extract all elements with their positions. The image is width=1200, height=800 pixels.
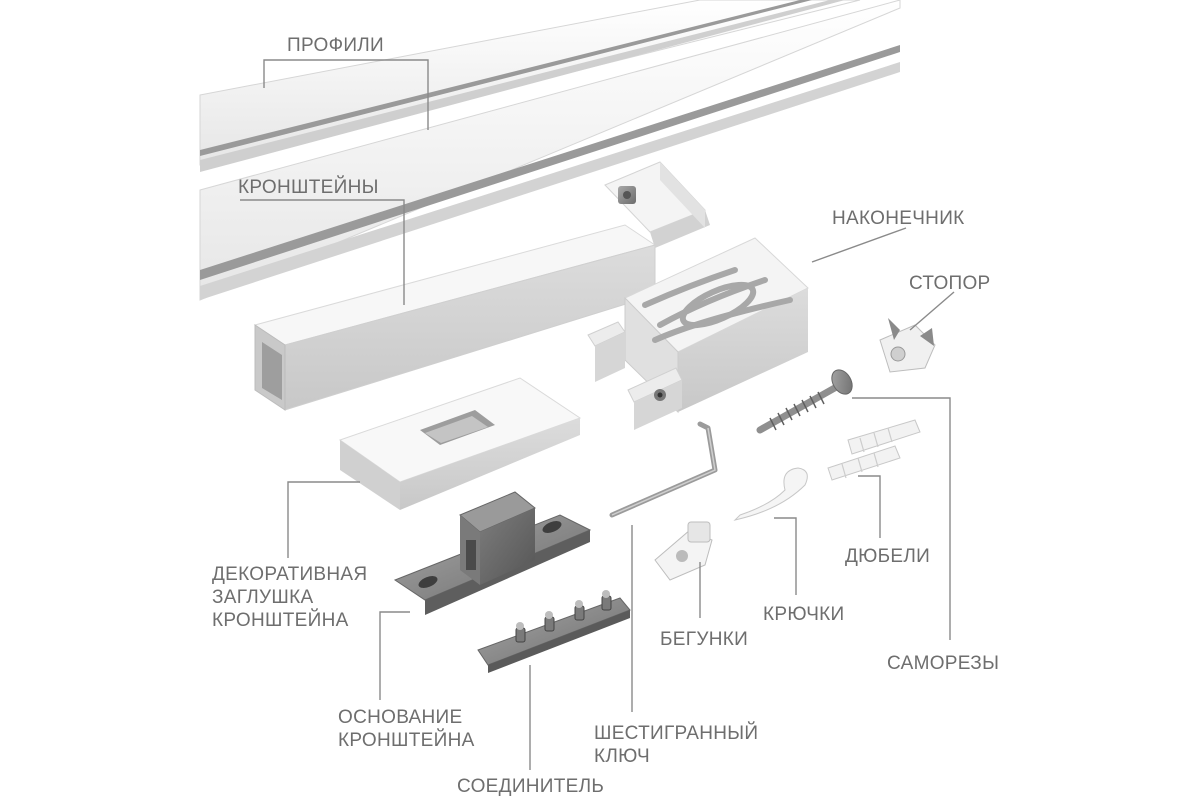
label-bracket-base-line-1: ОСНОВАНИЕ [338, 707, 463, 728]
label-brackets: КРОНШТЕЙНЫ [238, 177, 379, 198]
leader-lines [240, 59, 955, 770]
label-profiles: ПРОФИЛИ [287, 35, 385, 56]
leader-dowels [858, 475, 881, 538]
decorative-cap [338, 377, 582, 510]
leader-bracket-base [379, 611, 410, 700]
label-hex-key-line-1: ШЕСТИГРАННЫЙ [594, 723, 759, 744]
dowel-parts [827, 419, 921, 481]
glider-part [654, 521, 713, 581]
label-decorative-cap: ДЕКОРАТИВНАЯ ЗАГЛУШКА КРОНШТЕЙНА [212, 563, 367, 632]
label-hex-key-line-2: КЛЮЧ [594, 746, 650, 767]
stopper-part [879, 318, 936, 373]
label-decorative-cap-line-3: КРОНШТЕЙНА [212, 610, 349, 631]
label-finial: НАКОНЕЧНИК [832, 208, 965, 229]
label-bracket-base-line-2: КРОНШТЕЙНА [338, 730, 475, 751]
connector [477, 590, 631, 673]
screw-part [756, 369, 853, 434]
label-hooks: КРЮЧКИ [763, 604, 845, 625]
label-stopper: СТОПОР [909, 273, 991, 294]
label-decorative-cap-line-2: ЗАГЛУШКА [212, 587, 314, 608]
leader-decorative-cap [287, 481, 360, 558]
leader-screws [852, 397, 951, 640]
label-bracket-base: ОСНОВАНИЕ КРОНШТЕЙНА [338, 706, 475, 752]
label-dowels: ДЮБЕЛИ [845, 546, 931, 567]
label-decorative-cap-line-1: ДЕКОРАТИВНАЯ [212, 564, 368, 585]
leader-finial [811, 227, 907, 263]
profile-rails [199, 0, 901, 301]
label-hex-key: ШЕСТИГРАННЫЙ КЛЮЧ [594, 722, 758, 768]
leader-stopper [909, 291, 955, 331]
label-connector: СОЕДИНИТЕЛЬ [457, 776, 605, 797]
leader-brackets [240, 199, 405, 305]
hex-key-part [609, 421, 718, 518]
label-screws: САМОРЕЗЫ [887, 653, 1000, 674]
label-gliders: БЕГУНКИ [660, 629, 749, 650]
finial [587, 237, 809, 430]
hook-part [733, 467, 808, 521]
leader-profiles [263, 59, 429, 130]
bracket-base [393, 491, 592, 615]
leader-hooks [774, 517, 797, 595]
